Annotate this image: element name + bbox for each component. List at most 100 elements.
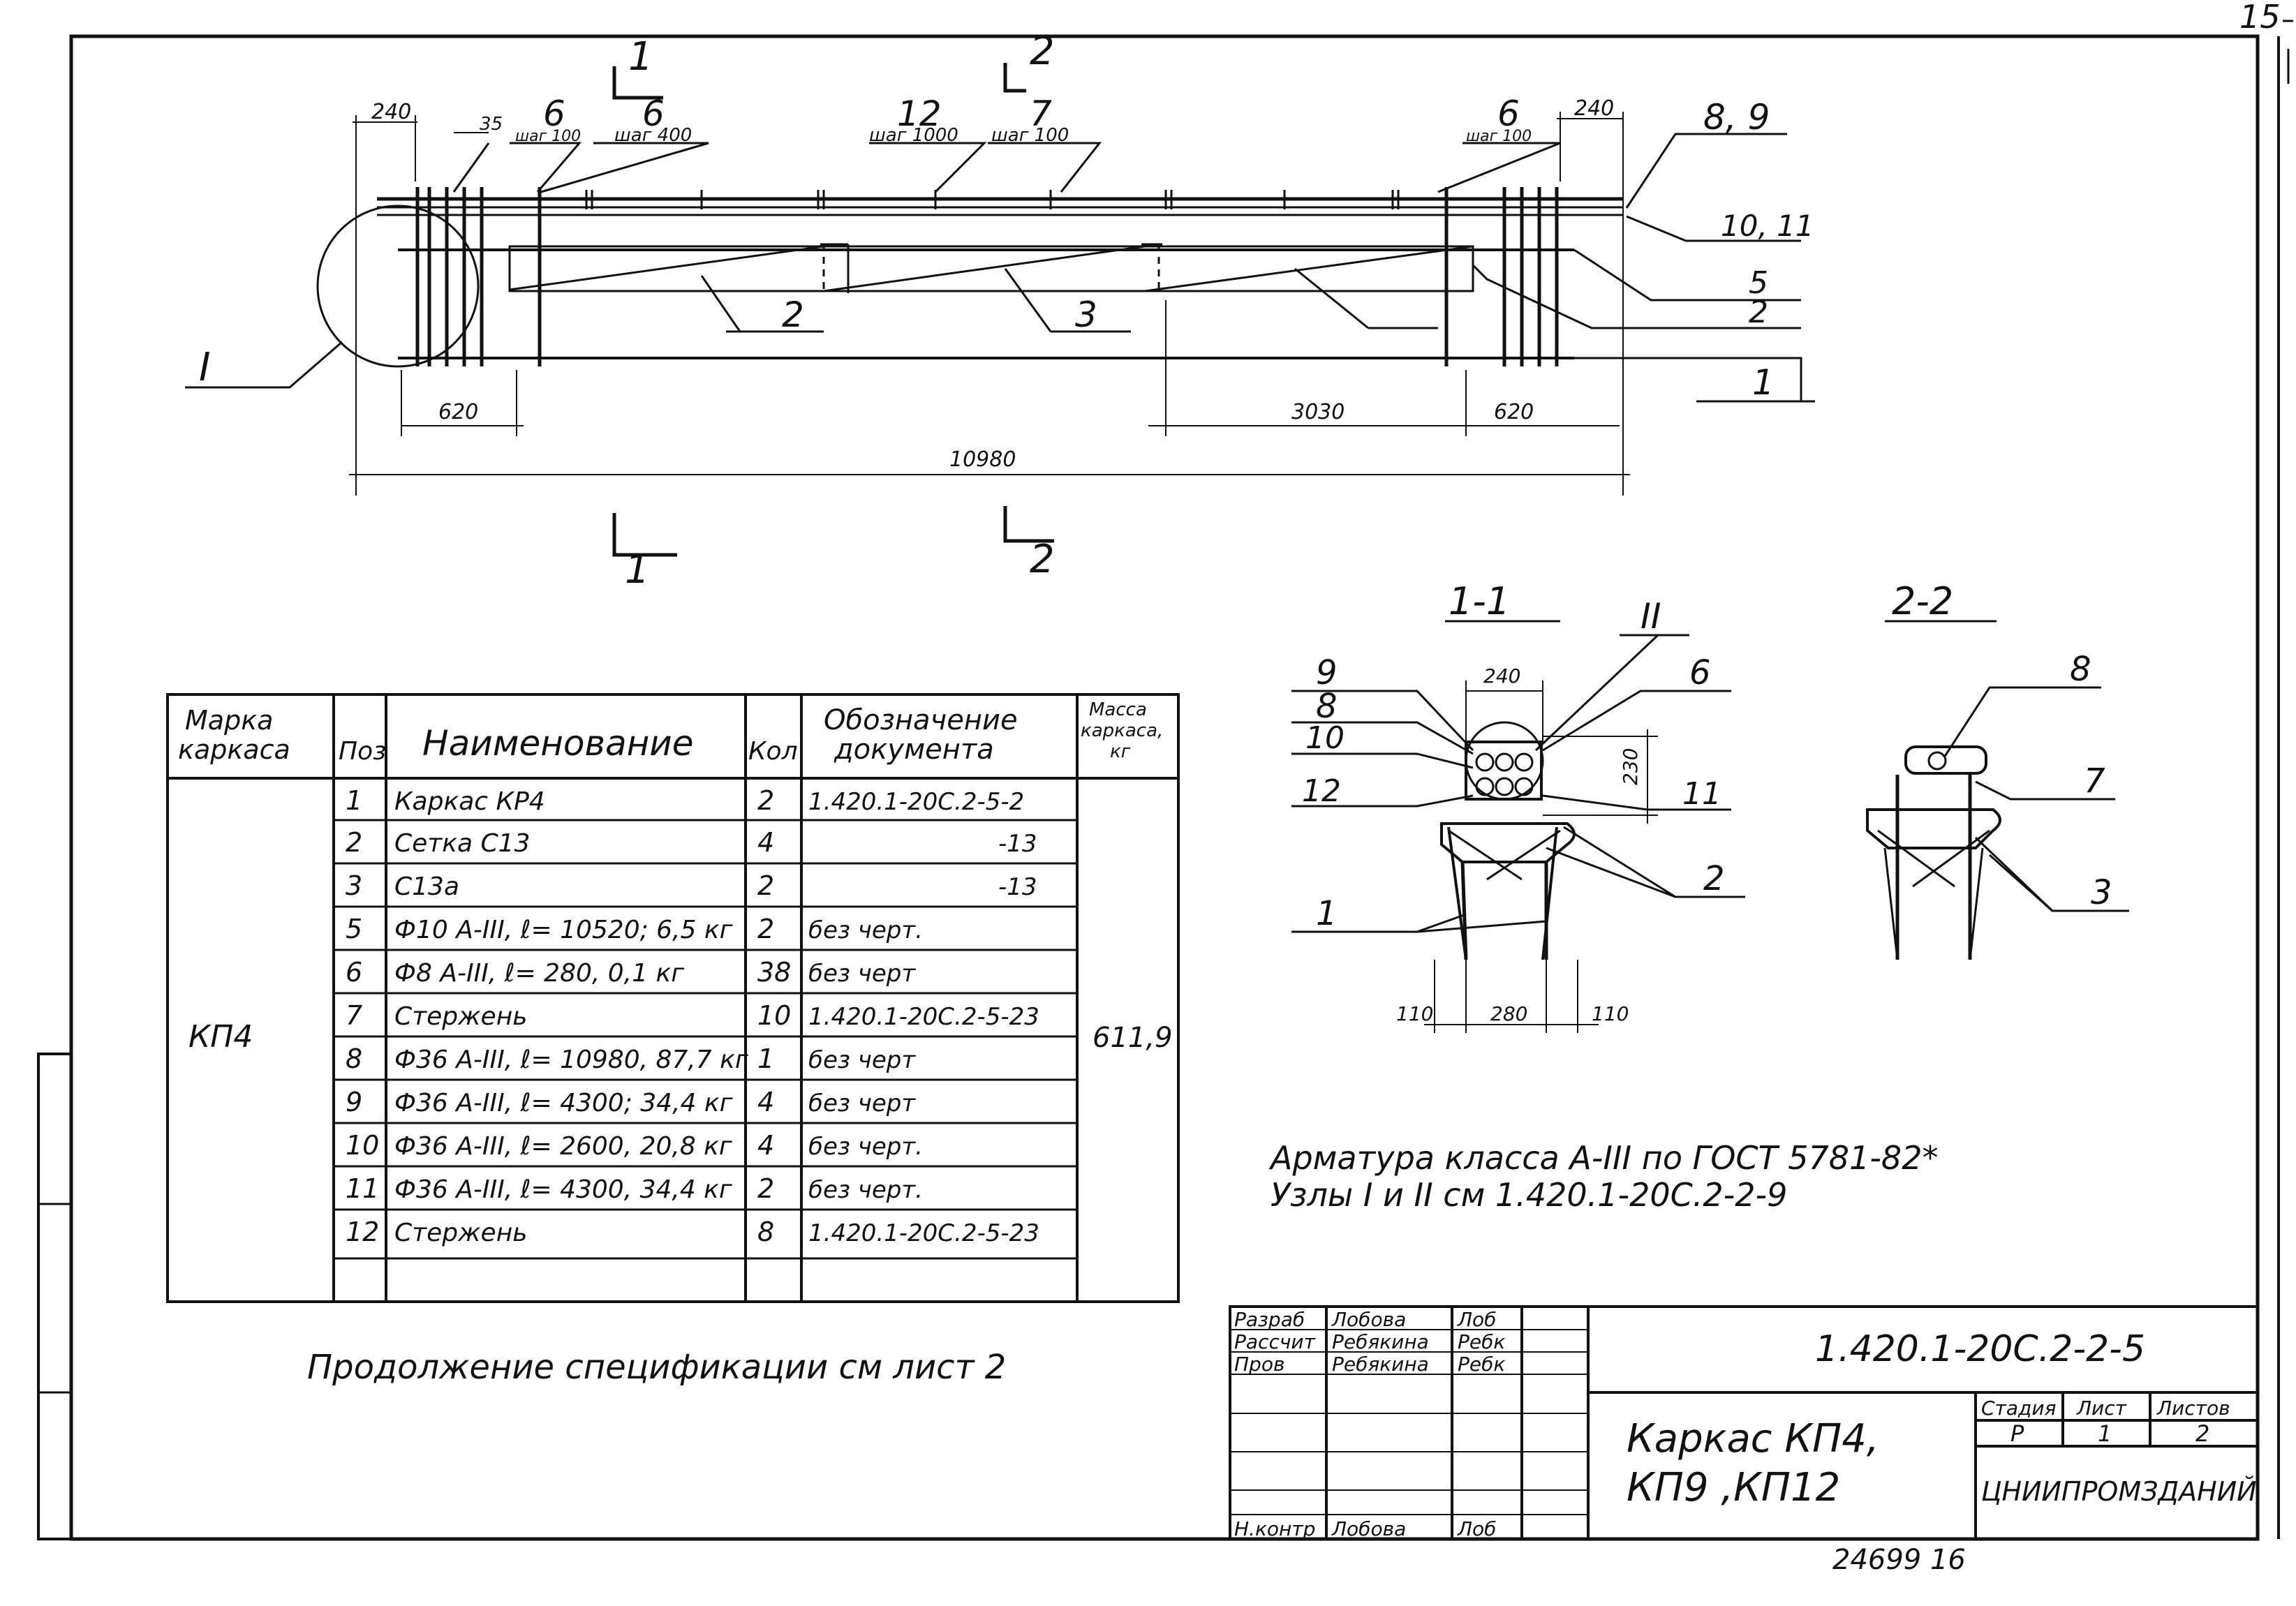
spec-row-qty: 4 [757, 1130, 774, 1161]
callout-pos3-bottom: 3 [1075, 295, 1097, 335]
spec-row-pos: 10 [346, 1130, 379, 1161]
spec-row-qty: 2 [757, 914, 774, 944]
spec-row-qty: 2 [757, 870, 774, 901]
sec22-label-7: 7 [2084, 761, 2105, 801]
dim-1-1-width: 240 [1483, 664, 1520, 687]
tb-sheets: 2 [2195, 1420, 2209, 1447]
spec-header-qty: Кол [748, 737, 798, 766]
tb-organization: ЦНИИПРОМЗДАНИЙ [1981, 1476, 2257, 1507]
spec-row-name: Сетка С13 [394, 829, 530, 858]
spec-row-name: Ф36 А-III, ℓ= 2600, 20,8 кг [394, 1132, 733, 1161]
section-1-1-title: 1-1 [1449, 579, 1510, 623]
spec-row-pos: 2 [346, 827, 362, 858]
spec-row-doc: без черт [808, 1046, 916, 1074]
spacer-ticks [585, 190, 1400, 209]
node-2-label: II [1640, 596, 1661, 637]
tb-title-line2: КП9 ,КП12 [1627, 1465, 1840, 1510]
spec-row-pos: 12 [346, 1217, 379, 1247]
tb-sheets-label: Листов [2156, 1397, 2230, 1420]
spec-row-doc: -13 [998, 830, 1037, 858]
dim-1-1-left: 110 [1396, 1002, 1433, 1025]
tb-sheet-label: Лист [2076, 1397, 2127, 1420]
spec-row-name: Ф10 А-III, ℓ= 10520; 6,5 кг [394, 916, 734, 944]
spec-row-qty: 10 [757, 1000, 791, 1031]
callout-pos10-11: 10, 11 [1721, 209, 1814, 243]
callout-pos2-bottom: 2 [782, 295, 804, 335]
spec-row-qty: 38 [757, 957, 791, 988]
node-1-circle [316, 205, 480, 368]
spec-row-pos: 6 [346, 957, 362, 988]
spec-row-doc: без черт. [808, 916, 923, 944]
sheet-frame [37, 20, 2293, 1541]
archive-number: 24699 16 [1832, 1544, 1966, 1576]
spec-header-pos: Поз [339, 737, 386, 766]
tb-name: Ребякина [1332, 1353, 1429, 1376]
spec-row-name: Ф8 А-III, ℓ= 280, 0,1 кг [394, 959, 685, 988]
spec-row-name: Ф36 А-III, ℓ= 4300; 34,4 кг [394, 1089, 734, 1117]
callout-pos7: 7 [1030, 94, 1052, 134]
sec11-label-10: 10 [1305, 720, 1345, 756]
spec-mark-value: КП4 [188, 1019, 253, 1055]
spec-row-doc: 1.420.1-20С.2-5-23 [808, 1003, 1039, 1031]
spec-row-pos: 5 [346, 914, 362, 944]
note-continuation: Продолжение спецификации см лист 2 [307, 1348, 1006, 1387]
callout-pos2-right: 2 [1749, 295, 1768, 330]
tb-name: Лобова [1331, 1308, 1406, 1331]
tb-role: Пров [1234, 1353, 1284, 1376]
section-1-1: 1-1 II [1291, 579, 1745, 1033]
longitudinal-bars [377, 197, 1623, 359]
dim-right-zone: 620 [1494, 400, 1534, 424]
spec-row-pos: 11 [346, 1173, 379, 1204]
frame-elevation: I 240 35 240 620 3030 620 10980 [185, 29, 1815, 593]
sec11-label-9: 9 [1316, 653, 1338, 692]
spec-mass-value: 611,9 [1093, 1022, 1173, 1054]
spec-row-name: С13а [394, 872, 459, 901]
spec-row-doc: без черт. [808, 1133, 923, 1161]
dim-right-span: 3030 [1291, 400, 1345, 424]
section-cut-marks [612, 63, 1054, 557]
spec-row-qty: 2 [757, 785, 774, 816]
spec-row-qty: 4 [757, 827, 774, 858]
sec11-label-11: 11 [1682, 776, 1721, 812]
spec-row-name: Ф36 А-III, ℓ= 4300, 34,4 кг [394, 1175, 733, 1204]
tb-signature: Лоб [1457, 1308, 1496, 1331]
spec-row-doc: -13 [998, 873, 1037, 901]
tb-title-line1: Каркас КП4, [1627, 1416, 1879, 1462]
note-nodes: Узлы I и II см 1.420.1-20С.2-2-9 [1271, 1176, 1787, 1214]
tb-signature: Ребк [1458, 1330, 1505, 1353]
callout-pos6-right: 6 [1497, 94, 1520, 134]
spec-row-name: Стержень [394, 1219, 527, 1247]
spec-row-doc: без черт [808, 1090, 916, 1117]
sec11-label-2: 2 [1703, 859, 1725, 898]
spec-row-name: Каркас КР4 [394, 787, 545, 816]
section-mark-2-top: 2 [1030, 29, 1055, 74]
section-2-2: 2-2 8 7 3 [1866, 579, 2129, 960]
spec-row-qty: 8 [757, 1217, 774, 1247]
tb-name: Ребякина [1332, 1330, 1429, 1353]
callout-pos6-left-step: шаг 100 [515, 128, 581, 145]
callout-pos12: 12 [897, 94, 942, 134]
page-number: 15 [2239, 0, 2281, 36]
spec-row-doc: 1.420.1-20С.2-5-2 [808, 788, 1024, 816]
section-mark-2-bottom: 2 [1030, 537, 1055, 582]
sec11-label-6: 6 [1689, 653, 1711, 692]
spec-row-qty: 2 [757, 1173, 774, 1204]
tb-code: 1.420.1-20С.2-2-5 [1815, 1328, 2145, 1370]
dim-right-end: 240 [1574, 96, 1614, 121]
tb-stage: Р [2010, 1420, 2024, 1447]
sec22-label-3: 3 [2091, 873, 2112, 912]
top-callout-leaders [452, 133, 1815, 403]
spec-row-doc: без черт [808, 960, 916, 988]
dim-left-zone: 620 [438, 400, 478, 424]
callout-pos1-right: 1 [1752, 362, 1775, 403]
sec22-label-8: 8 [2070, 650, 2091, 689]
dim-total: 10980 [949, 447, 1016, 472]
dim-1-1-height: 230 [1619, 748, 1642, 785]
spec-row-doc: 1.420.1-20С.2-5-23 [808, 1219, 1039, 1247]
dim-1-1-mid: 280 [1490, 1002, 1527, 1025]
spec-row-qty: 4 [757, 1087, 774, 1117]
spec-row-name: Стержень [394, 1002, 527, 1031]
sec11-label-8: 8 [1316, 687, 1338, 726]
